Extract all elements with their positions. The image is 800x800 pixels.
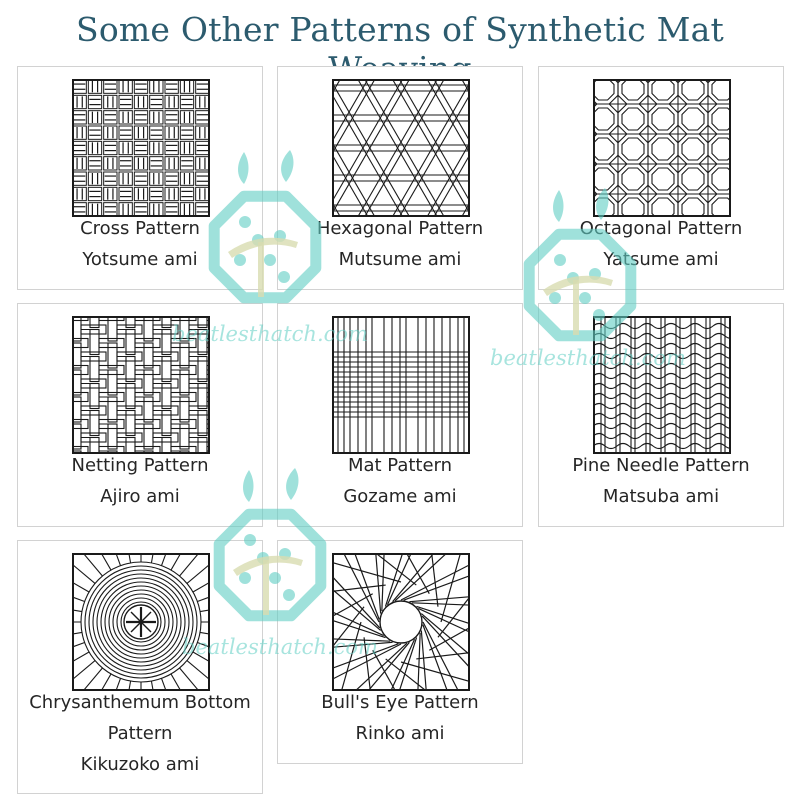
cross-weave-pattern-icon [72,79,210,217]
pattern-card-chrysanthemum-bottom: Chrysanthemum Bottom Pattern Kikuzoko am… [17,540,263,794]
octagonal-weave-pattern-icon [593,79,731,217]
pattern-name: Octagonal Pattern [579,218,743,239]
pattern-name-line-2: Pattern [107,723,173,744]
pattern-name: Hexagonal Pattern [316,218,484,239]
pattern-name: Pine Needle Pattern [572,455,750,476]
pattern-japanese-name: Mutsume ami [338,249,462,270]
pattern-caption: Bull's Eye Pattern Rinko ami [278,687,522,749]
hexagonal-weave-pattern-icon [332,79,470,217]
pine-needle-weave-pattern-icon [593,316,731,454]
mat-weave-pattern-icon [332,316,470,454]
pattern-caption: Chrysanthemum Bottom Pattern Kikuzoko am… [18,687,262,780]
pattern-card-octagonal: Octagonal Pattern Yatsume ami [538,66,784,290]
pattern-caption: Pine Needle Pattern Matsuba ami [539,450,783,512]
netting-weave-pattern-icon [72,316,210,454]
pattern-card-pine-needle: Pine Needle Pattern Matsuba ami [538,303,784,527]
pattern-caption: Octagonal Pattern Yatsume ami [539,213,783,275]
pattern-name: Mat Pattern [347,455,453,476]
pattern-name: Cross Pattern [80,218,200,239]
pattern-japanese-name: Yatsume ami [603,249,719,270]
pattern-caption: Netting Pattern Ajiro ami [18,450,262,512]
pattern-card-netting: Netting Pattern Ajiro ami [17,303,263,527]
pattern-caption: Cross Pattern Yotsume ami [18,213,262,275]
pattern-card-cross: Cross Pattern Yotsume ami [17,66,263,290]
pattern-japanese-name: Matsuba ami [602,486,720,507]
chrysanthemum-bottom-weave-pattern-icon [72,553,210,691]
pattern-card-hexagonal: Hexagonal Pattern Mutsume ami [277,66,523,290]
pattern-card-bulls-eye: Bull's Eye Pattern Rinko ami [277,540,523,764]
pattern-japanese-name: Rinko ami [355,723,445,744]
pattern-caption: Hexagonal Pattern Mutsume ami [278,213,522,275]
pattern-name-line-1: Chrysanthemum Bottom [29,692,251,713]
pattern-name: Netting Pattern [71,455,209,476]
pattern-caption: Mat Pattern Gozame ami [278,450,522,512]
pattern-japanese-name: Yotsume ami [82,249,198,270]
pattern-name: Bull's Eye Pattern [321,692,479,713]
pattern-card-mat: Mat Pattern Gozame ami [277,303,523,527]
pattern-japanese-name: Gozame ami [343,486,457,507]
pattern-japanese-name: Kikuzoko ami [80,754,200,775]
bulls-eye-weave-pattern-icon [332,553,470,691]
pattern-japanese-name: Ajiro ami [100,486,180,507]
